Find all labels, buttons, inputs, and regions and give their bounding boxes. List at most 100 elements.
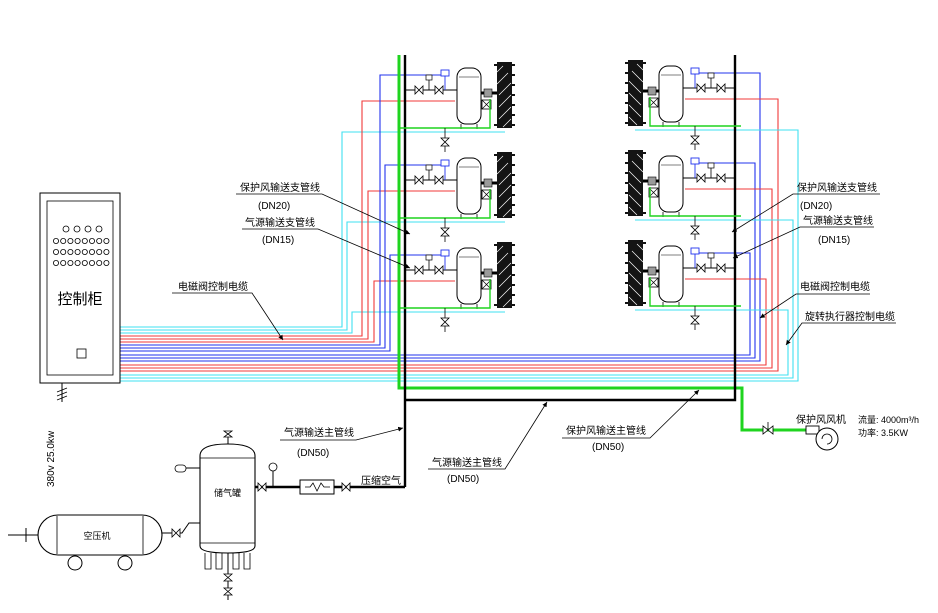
leader-line xyxy=(731,193,880,233)
indicator-light-icon xyxy=(74,259,81,266)
control-cable xyxy=(120,254,445,352)
indicator-light-icon xyxy=(60,237,67,244)
control-cable xyxy=(120,188,773,369)
indicator-light-icon xyxy=(95,225,103,233)
right-air-branch-label: 气源输送支管线 xyxy=(803,214,873,227)
safety-valve-icon xyxy=(222,430,234,438)
fan-flow: 流量: 4000m³/h xyxy=(858,414,919,425)
drain-valve-icon xyxy=(222,587,234,596)
valve-icon xyxy=(171,528,181,538)
indicator-light-icon xyxy=(62,225,70,233)
right-protect-branch-dn: (DN20) xyxy=(800,201,832,212)
control-cable xyxy=(120,311,505,334)
air-main-a-dn: (DN50) xyxy=(297,448,329,459)
pressure-gauge-icon xyxy=(174,464,187,473)
indicator-light-icon xyxy=(89,259,96,266)
air-tank: 储气罐 xyxy=(174,430,256,600)
tank-legs xyxy=(204,553,251,570)
indicator-light-icon xyxy=(67,237,74,244)
leader-line xyxy=(562,389,700,439)
ground-icon xyxy=(56,383,68,402)
indicator-light-icon xyxy=(74,237,81,244)
indicator-light-icon xyxy=(81,237,88,244)
left-protect-branch-dn: (DN20) xyxy=(258,201,290,212)
control-cable xyxy=(120,278,767,366)
cabinet-rating: 380v 25.0kw xyxy=(46,430,57,487)
indicator-light-icon xyxy=(53,237,60,244)
indicator-light-icon xyxy=(103,248,110,255)
leader-line xyxy=(236,193,411,235)
left-solenoid-cable-label: 电磁阀控制电缆 xyxy=(178,280,248,293)
leader-line xyxy=(280,426,404,441)
indicator-light-icon xyxy=(81,259,88,266)
right-solenoid-cable-label: 电磁阀控制电缆 xyxy=(800,280,870,293)
protect-main-dn: (DN50) xyxy=(592,442,624,453)
indicator-light-icon xyxy=(60,248,67,255)
indicator-light-icon xyxy=(96,248,103,255)
indicator-light-icon xyxy=(73,225,81,233)
control-cable xyxy=(120,74,445,346)
indicator-light-icon xyxy=(103,237,110,244)
compressed-air-line-fittings xyxy=(257,462,351,495)
actuator-cable-label: 旋转执行器控制电缆 xyxy=(805,310,895,323)
leader-line xyxy=(785,322,896,346)
air-compressor: 空压机 xyxy=(8,514,200,571)
leader-line xyxy=(759,293,870,319)
control-cable xyxy=(120,221,505,331)
control-cable xyxy=(120,72,761,362)
leader-line xyxy=(172,292,284,341)
indicator-light-icon xyxy=(84,225,92,233)
wheel-icon xyxy=(117,555,133,571)
compressed-air-label: 压缩空气 xyxy=(361,474,401,487)
control-cable xyxy=(120,100,455,337)
indicator-light-icon xyxy=(103,259,110,266)
left-protect-branch-label: 保护风输送支管线 xyxy=(240,181,320,194)
indicator-light-icon xyxy=(67,259,74,266)
protect-main-label: 保护风输送主管线 xyxy=(566,424,646,437)
right-protect-branch-label: 保护风输送支管线 xyxy=(797,181,877,194)
control-cables xyxy=(120,72,799,382)
indicator-light-icon xyxy=(89,237,96,244)
air-main-a-label: 气源输送主管线 xyxy=(284,426,354,439)
valve-icon xyxy=(341,482,351,492)
fan-label: 保护风风机 xyxy=(796,413,846,426)
leader-line xyxy=(242,228,411,269)
leader-line xyxy=(732,226,874,259)
control-cable xyxy=(120,162,756,359)
fan-power: 功率: 3.5KW xyxy=(858,427,909,438)
left-air-branch-dn: (DN15) xyxy=(262,235,294,246)
control-cable xyxy=(120,190,455,340)
control-cable xyxy=(120,164,445,349)
indicator-light-icon xyxy=(74,248,81,255)
control-cabinet: 控制柜 xyxy=(39,192,121,384)
tank-label: 储气罐 xyxy=(214,487,241,498)
control-cable xyxy=(120,280,455,343)
control-cable xyxy=(120,219,794,379)
indicator-light-icon xyxy=(67,248,74,255)
indicator-light-icon xyxy=(60,259,67,266)
air-main-b-dn: (DN50) xyxy=(447,474,479,485)
pressure-gauge-icon xyxy=(268,462,278,472)
cabinet-switch-icon xyxy=(76,348,87,359)
compressor-label: 空压机 xyxy=(83,530,110,541)
air-main-b-label: 气源输送主管线 xyxy=(432,456,502,469)
indicator-light-icon xyxy=(53,259,60,266)
control-cable xyxy=(120,98,779,372)
fan-icon xyxy=(815,427,839,451)
control-cable xyxy=(120,252,751,356)
leader-line xyxy=(428,401,548,470)
left-air-branch-label: 气源输送支管线 xyxy=(245,216,315,229)
indicator-light-icon xyxy=(89,248,96,255)
wheel-icon xyxy=(67,555,83,571)
indicator-light-icon xyxy=(81,248,88,255)
indicator-light-icon xyxy=(96,259,103,266)
protect-air-fan xyxy=(762,422,839,451)
drain-valve-icon xyxy=(222,573,234,582)
valve-icon xyxy=(257,482,267,492)
control-cable xyxy=(120,129,799,382)
indicator-light-icon xyxy=(53,248,60,255)
indicator-lights xyxy=(53,225,110,266)
right-air-branch-dn: (DN15) xyxy=(818,235,850,246)
control-cable xyxy=(120,131,505,328)
